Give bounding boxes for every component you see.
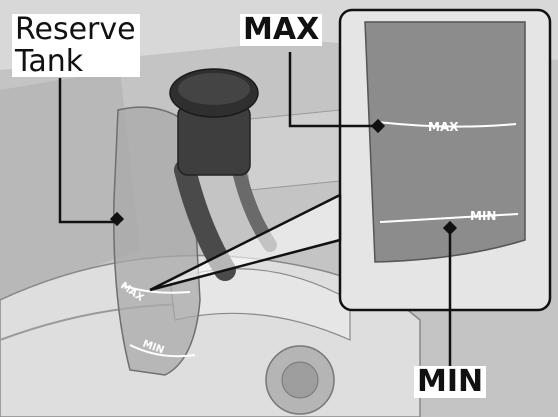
min-pointer <box>442 220 458 236</box>
inset-max-line <box>377 121 517 128</box>
max-pointer <box>370 118 386 134</box>
min-label: MIN <box>414 366 487 398</box>
engine-block <box>239 109 351 191</box>
inset-tank <box>364 21 526 263</box>
pulley-hub <box>281 361 319 399</box>
cap-top <box>178 73 250 105</box>
reserve-tank-label: Reserve Tank <box>12 14 140 77</box>
reserve-tank-leader <box>58 78 115 224</box>
tank-min-line <box>129 344 196 358</box>
inset-min-mark: MIN <box>470 209 496 223</box>
zoom-connector <box>149 193 342 292</box>
inset-max-mark: MAX <box>428 120 459 134</box>
left-housing <box>0 70 140 300</box>
max-leader <box>288 52 378 128</box>
inset-min-line <box>379 213 519 223</box>
tank-max-line <box>121 284 191 294</box>
max-label: MAX <box>240 14 323 46</box>
